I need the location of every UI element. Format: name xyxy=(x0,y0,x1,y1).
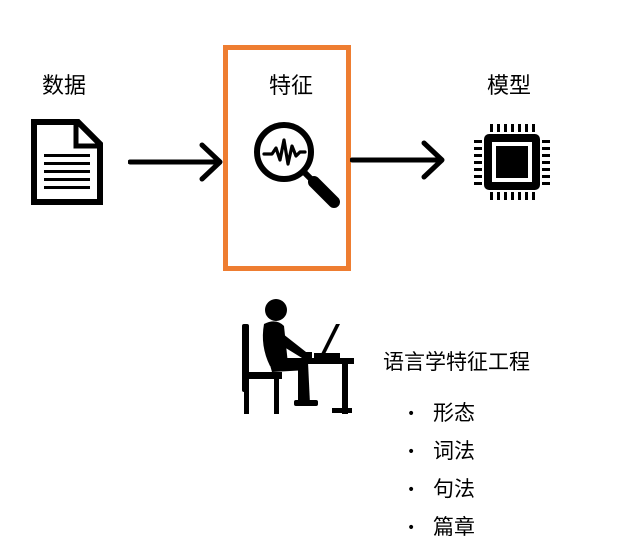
magnifier-waveform-icon xyxy=(254,122,340,208)
list-item-label: 篇章 xyxy=(433,515,475,539)
data-label: 数据 xyxy=(42,74,87,99)
feature-label: 特征 xyxy=(269,74,314,99)
document-icon xyxy=(31,119,103,205)
engineer-at-computer-icon xyxy=(242,299,354,414)
arrow-right-icon xyxy=(128,142,223,182)
list-item-label: 词法 xyxy=(433,439,475,463)
bullet-icon: • xyxy=(407,406,416,422)
list-item-label: 形态 xyxy=(433,401,475,425)
list-item: • 篇章 xyxy=(407,508,475,546)
chip-icon xyxy=(474,124,550,200)
feature-level-list: • 形态 • 词法 • 句法 • 篇章 xyxy=(407,394,475,546)
bullet-icon: • xyxy=(407,520,416,536)
list-item-label: 句法 xyxy=(433,477,475,501)
list-item: • 句法 xyxy=(407,470,475,508)
list-item: • 形态 xyxy=(407,394,475,432)
linguistic-feature-engineering-title: 语言学特征工程 xyxy=(383,350,530,374)
bullet-icon: • xyxy=(407,482,416,498)
list-item: • 词法 xyxy=(407,432,475,470)
model-label: 模型 xyxy=(487,74,532,99)
feature-highlight-box xyxy=(223,45,351,271)
bullet-icon: • xyxy=(407,444,416,460)
arrow-right-icon xyxy=(350,140,445,180)
